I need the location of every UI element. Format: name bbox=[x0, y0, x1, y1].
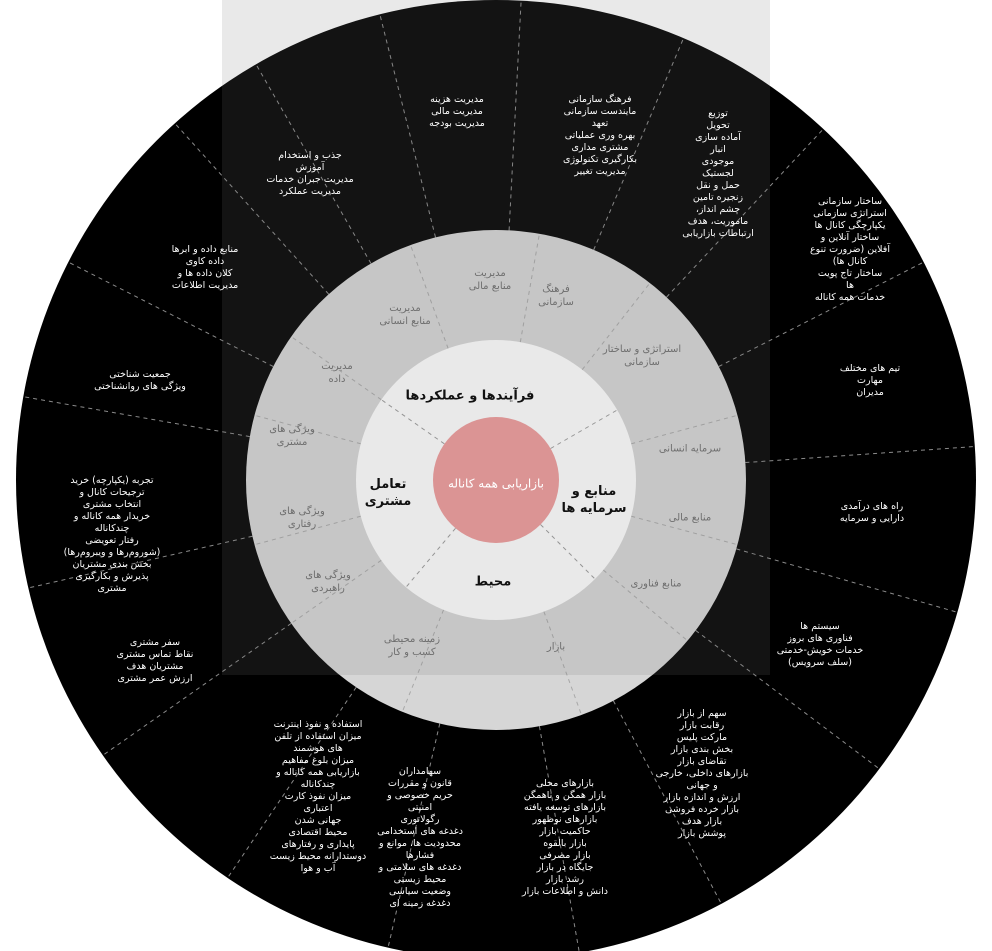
middle-divider-10 bbox=[254, 414, 361, 445]
middle-market: بازار bbox=[546, 641, 566, 653]
outer-divider-4 bbox=[666, 130, 823, 298]
middle-cust-features: ویژگی های مشتری bbox=[269, 424, 315, 448]
outer-divider-0 bbox=[256, 65, 372, 264]
middle-divider-7 bbox=[401, 609, 445, 712]
core-label: بازاریابی همه کاناله bbox=[447, 476, 545, 491]
outer-structure: ساختار سازمانی استراتژی سازمانی یکپارچگی… bbox=[810, 196, 890, 303]
middle-dividers bbox=[254, 233, 738, 716]
inner-divider-2 bbox=[405, 527, 456, 588]
outer-data: منابع داده و ابرها داده کاوی کلان داده ه… bbox=[171, 244, 239, 291]
middle-divider-0 bbox=[410, 244, 449, 349]
inner-divider-1 bbox=[540, 524, 596, 580]
outer-divider-5 bbox=[718, 262, 923, 367]
outer-internet: استفاده و نفوذ اینترنت میزان استفاده از … bbox=[269, 719, 367, 874]
middle-divider-6 bbox=[543, 611, 582, 716]
outer-divider-8 bbox=[695, 630, 879, 769]
outer-divider-10 bbox=[538, 726, 580, 951]
outer-teams: تیم های مختلف مهارت مدیران bbox=[839, 363, 901, 398]
inner-processes: فرآیندها و عملکردها bbox=[405, 388, 535, 404]
outer-divider-6 bbox=[745, 446, 973, 464]
outer-experience: تجربه (یکپارچه) خرید ترجیحات کانال و انت… bbox=[63, 475, 161, 594]
outer-divider-9 bbox=[612, 700, 721, 903]
middle-behavior: ویژگی های رفتاری bbox=[279, 506, 325, 530]
outer-divider-11 bbox=[387, 723, 441, 946]
middle-divider-3 bbox=[631, 414, 738, 445]
middle-divider-5 bbox=[602, 569, 688, 642]
outer-dividers bbox=[25, 2, 973, 951]
watermark-panel bbox=[222, 0, 770, 675]
middle-situational: ویژگی های راهبردی bbox=[305, 570, 351, 594]
middle-tech: منابع فناوری bbox=[630, 578, 682, 590]
inner-customer: تعامل مشتری bbox=[364, 477, 412, 509]
middle-divider-2 bbox=[581, 282, 651, 370]
outer-revenue: راه های درآمدی دارایی و سرمایه bbox=[839, 501, 905, 524]
middle-divider-1 bbox=[519, 233, 540, 343]
outer-journey: سفر مشتری نقاط تماس مشتری مشتریان هدف ار… bbox=[116, 637, 194, 684]
inner-divider-0 bbox=[550, 409, 618, 449]
outer-divider-15 bbox=[25, 396, 250, 438]
middle-financial: مدیریت منابع مالی bbox=[468, 268, 512, 292]
outer-divider-2 bbox=[508, 2, 522, 231]
outer-markets: بازارهای محلی بازار همگن و ناهمگن بازاره… bbox=[521, 778, 609, 897]
outer-hr: جذب و استخدام آموزش مدیریت جبران خدمات م… bbox=[266, 150, 354, 197]
middle-culture: فرهنگ سازمانی bbox=[538, 284, 574, 308]
outer-divider-17 bbox=[175, 124, 330, 295]
outer-divider-7 bbox=[736, 548, 956, 613]
inner-environment: محیط bbox=[474, 574, 512, 590]
middle-hr-mgmt: مدیریت منابع انسانی bbox=[379, 303, 431, 327]
middle-data-mgmt: مدیریت داده bbox=[321, 361, 353, 385]
inner-divider-3 bbox=[381, 399, 445, 445]
middle-human-capital: سرمایه انسانی bbox=[658, 443, 722, 455]
outer-divider-16 bbox=[69, 262, 274, 367]
middle-business-env: زمینه محیطی کسب و کار bbox=[383, 634, 441, 658]
outer-divider-13 bbox=[104, 622, 292, 755]
inner-resources: منابع و سرمایه ها bbox=[561, 484, 627, 516]
outer-culture: فرهنگ سازمانی مایندست سازمانی تعهد بهره … bbox=[563, 94, 637, 177]
outer-law: سهامداران قانون و مقررات حریم خصوصی و ام… bbox=[377, 766, 463, 909]
outer-divider-12 bbox=[228, 686, 357, 877]
outer-demographics: جمعیت شناختی ویژگی های روانشناختی bbox=[94, 369, 186, 392]
outer-divider-1 bbox=[379, 16, 437, 238]
middle-divider-8 bbox=[290, 559, 382, 624]
outer-systems: سیستم ها فناوری های بروز خدمات خویش-خدمت… bbox=[776, 621, 864, 668]
core-circle bbox=[433, 417, 559, 543]
outer-logistics: توزیع تحویل آماده سازی انبار موجودی لجست… bbox=[682, 108, 754, 239]
inner-dividers bbox=[381, 399, 618, 588]
middle-divider-4 bbox=[631, 515, 738, 546]
outer-divider-14 bbox=[30, 535, 253, 589]
middle-fin-resources: منابع مالی bbox=[668, 512, 712, 524]
outer-finance: مدیریت هزینه مدیریت مالی مدیریت بودجه bbox=[429, 94, 485, 129]
outer-share: سهم از بازار رقابت بازار مارکت پلیس بخش … bbox=[655, 708, 749, 839]
outer-divider-3 bbox=[593, 39, 684, 251]
middle-divider-11 bbox=[290, 336, 382, 401]
middle-strategy: استراتژی و ساختار سازمانی bbox=[602, 344, 682, 368]
middle-divider-9 bbox=[254, 515, 361, 546]
